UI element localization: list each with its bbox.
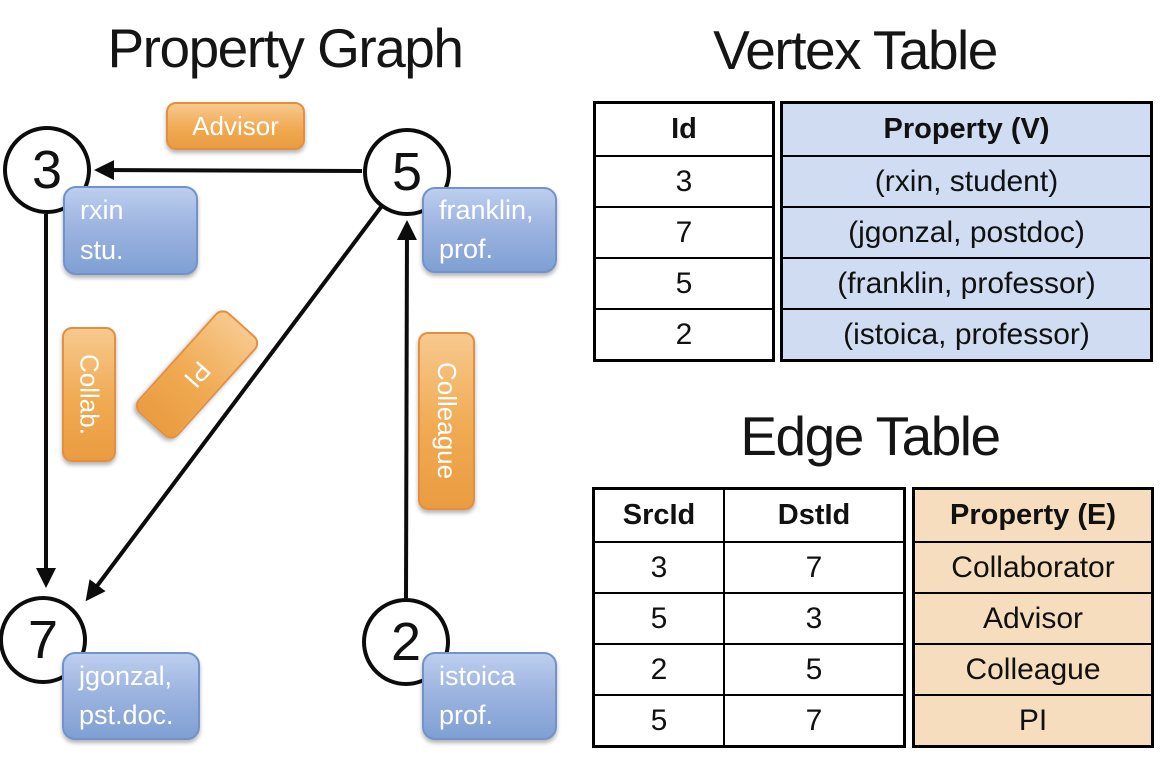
edge-table-property-column: Property (E) Collaborator Advisor Collea… [912,487,1154,748]
edge-table-title: Edge Table [740,405,1001,467]
vertex-node-5: 5 [363,128,451,216]
vertex-property-line: stu. [80,234,124,265]
vertex-id: 3 [31,140,63,200]
table-cell: (rxin, student) [783,155,1150,206]
column-header-dstid: DstId [777,499,851,531]
table-cell: 3 [725,592,903,643]
edge-label-text: Collab. [74,354,105,435]
table-cell: 7 [596,206,772,257]
edge-table: SrcId DstId 3 7 5 3 2 5 5 7 Property (E)… [592,487,1154,748]
vertex-id: 7 [27,610,59,670]
vertex-property-line: pst.doc. [79,700,174,730]
vertex-property-line: jgonzal, [79,660,173,691]
column-header-srcid: SrcId [595,490,725,541]
vertex-property-line: rxin [80,195,124,226]
vertex-table-title: Vertex Table [713,19,998,81]
table-cell: 5 [596,257,772,308]
vertex-node-2: 2 [362,598,450,686]
table-cell: 3 [596,155,772,206]
vertex-id: 2 [390,612,422,672]
edge-label-collaborator: Collab. [62,327,116,462]
vertex-property-line: franklin, [439,194,534,225]
table-cell: PI [915,694,1151,745]
edge-table-id-columns: SrcId DstId 3 7 5 3 2 5 5 7 [592,487,906,748]
vertex-id: 5 [391,142,423,202]
graph-edges [36,160,417,602]
table-cell: Collaborator [915,541,1151,592]
edge-label-colleague: Colleague [418,332,475,510]
vertex-table-id-column: Id 3 7 5 2 [593,101,775,362]
table-cell: 2 [595,643,725,694]
property-graph-title: Property Graph [107,17,464,79]
edge-2-to-5 [396,220,417,599]
vertex-property-callout-3: rxin stu. [63,186,198,275]
column-header-property-e: Property (E) [915,490,1151,541]
table-cell: 7 [725,541,903,592]
edge-5-to-7 [85,205,383,602]
table-cell: 3 [595,541,725,592]
table-cell: (jgonzal, postdoc) [783,206,1150,257]
edge-label-text: PI [178,355,217,394]
vertex-table-property-column: Property (V) (rxin, student) (jgonzal, p… [780,101,1153,362]
vertex-table: Id 3 7 5 2 Property (V) (rxin, student) … [593,101,1153,362]
table-cell: 2 [596,308,772,359]
table-cell: Colleague [915,643,1151,694]
edge-5-to-3 [94,160,363,181]
column-header-property-v: Property (V) [783,104,1150,155]
table-cell: (franklin, professor) [783,257,1150,308]
table-cell: 5 [595,694,725,745]
table-cell: (istoica, professor) [783,308,1150,359]
edge-label-text: Advisor [192,110,279,141]
vertex-property-callout-7: jgonzal, pst.doc. [62,652,200,740]
edge-label-advisor: Advisor [166,102,305,150]
vertex-property-line: prof. [439,234,494,264]
table-cell: 7 [725,694,903,745]
vertex-property-line: prof. [439,700,494,730]
edge-label-text: Colleague [432,362,462,480]
table-cell: 5 [595,592,725,643]
table-cell: 5 [725,643,903,694]
column-header-id: Id [671,113,697,145]
table-cell: Advisor [915,592,1151,643]
vertex-property-line: istoica [439,660,516,691]
vertex-property-callout-5: franklin, prof. [422,187,557,273]
vertex-property-callout-2: istoica prof. [422,652,557,740]
